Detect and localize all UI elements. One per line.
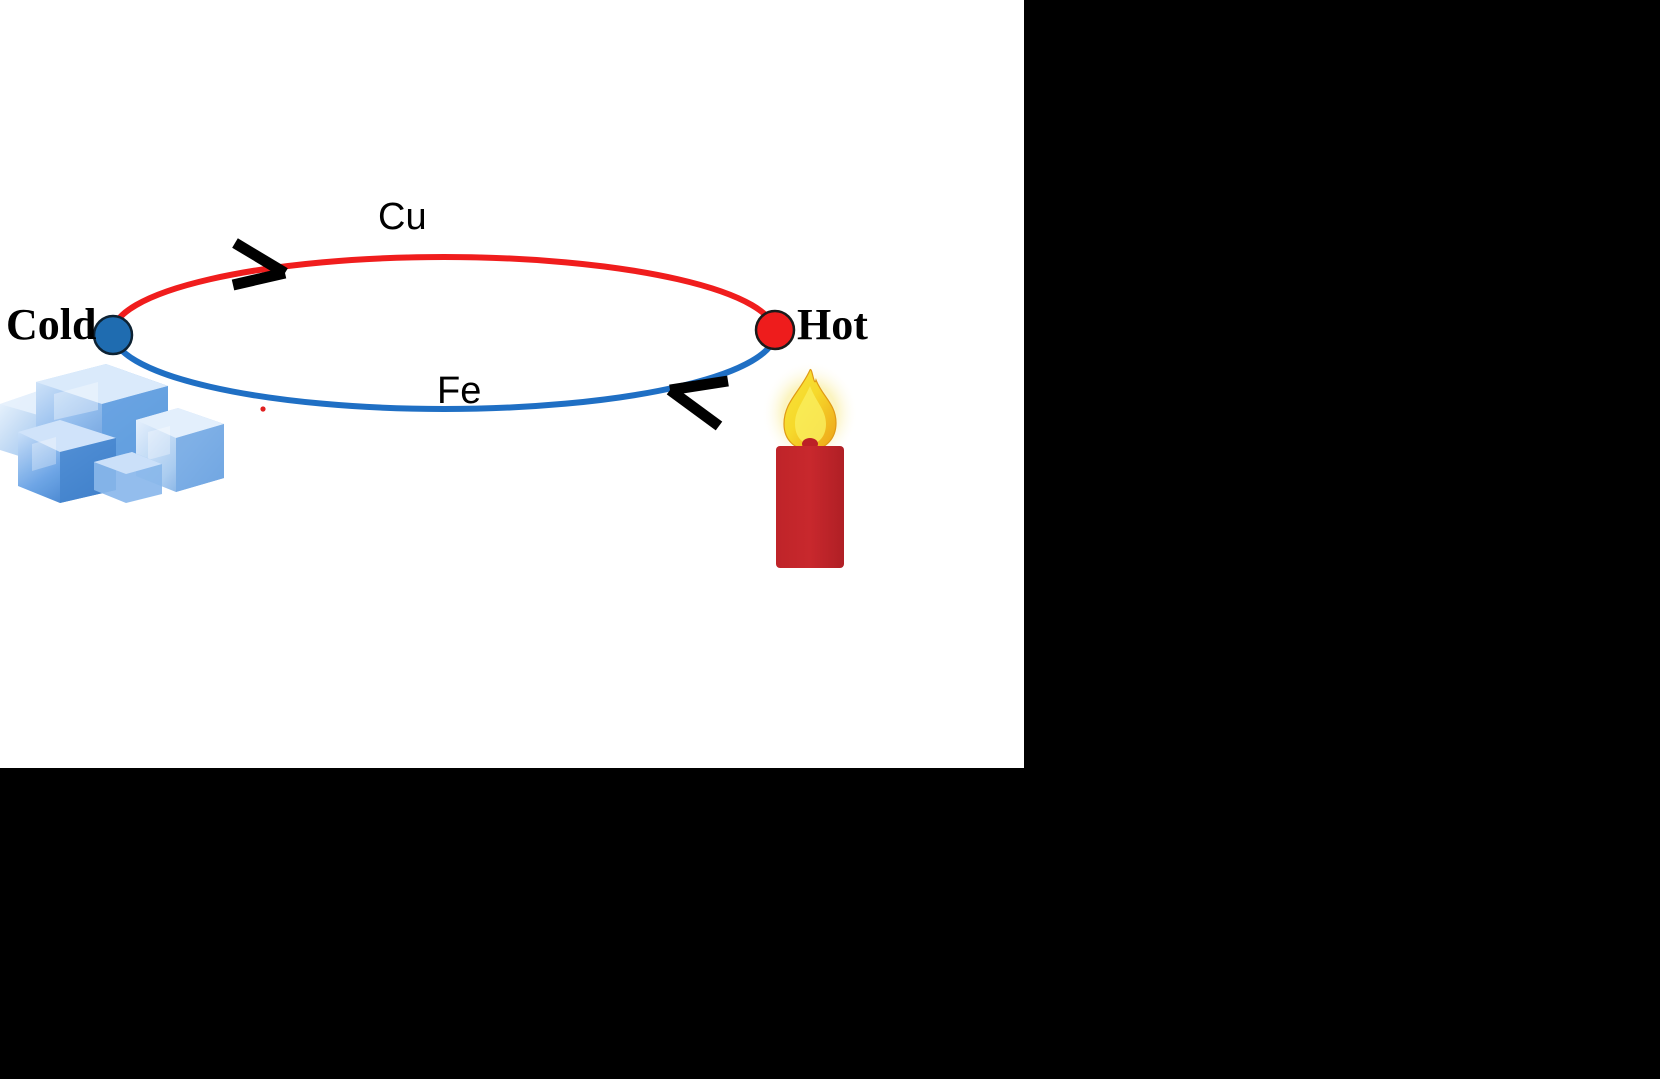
- fe-wire-arc: [110, 330, 778, 412]
- cold-junction-dot: [92, 314, 134, 356]
- label-hot: Hot: [797, 300, 868, 349]
- fe-current-arrow: [666, 375, 729, 431]
- label-cold: Cold: [6, 300, 97, 349]
- ice-cubes-image: [0, 364, 224, 503]
- fe-wire-red-speck: [260, 406, 266, 412]
- black-margin-bottom: [0, 768, 1024, 1079]
- thermocouple-diagram: [92, 238, 796, 431]
- label-cu: Cu: [378, 196, 427, 238]
- black-margin-right: [1024, 0, 1660, 1079]
- cu-current-arrow: [231, 238, 288, 291]
- hot-junction-dot: [754, 309, 796, 351]
- candle-body: [776, 446, 844, 568]
- candle-image: [762, 361, 858, 568]
- figure-canvas: Cu Fe Cold Hot: [0, 0, 1024, 768]
- label-fe: Fe: [437, 370, 482, 412]
- flame-inner: [795, 386, 826, 444]
- cu-wire-arc: [110, 254, 778, 336]
